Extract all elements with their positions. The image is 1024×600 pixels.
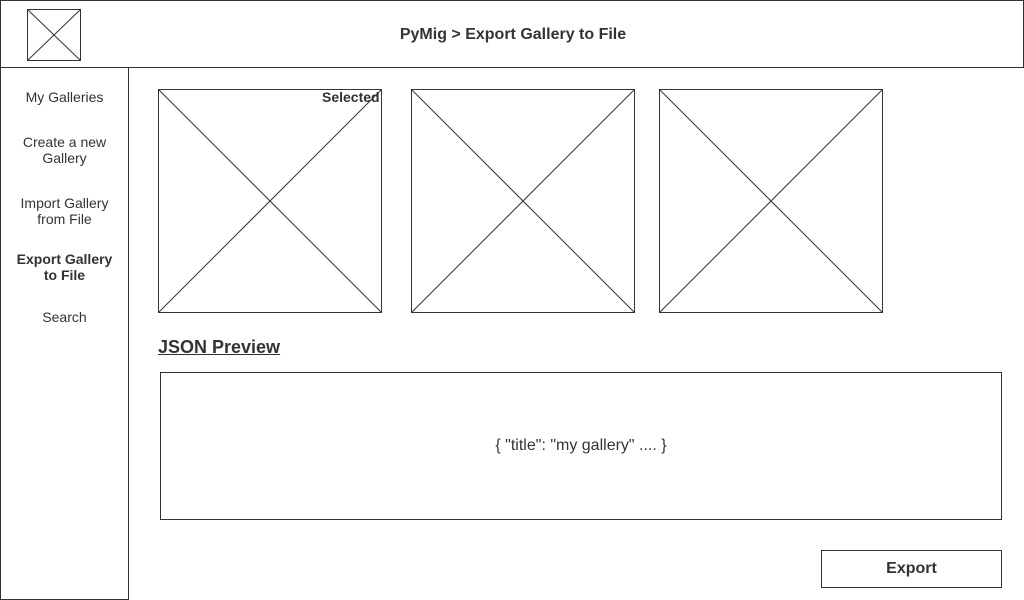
gallery-image-2[interactable] — [411, 89, 635, 313]
sidebar-item-search[interactable]: Search — [42, 309, 87, 325]
image-placeholder-icon — [411, 89, 635, 313]
sidebar-item-export-gallery[interactable]: Export Gallery to File — [16, 251, 113, 283]
gallery-image-1[interactable] — [158, 89, 382, 313]
export-button[interactable]: Export — [821, 550, 1002, 588]
logo-image-placeholder-icon — [27, 9, 81, 61]
page-title: PyMig > Export Gallery to File — [399, 26, 627, 43]
selected-badge: Selected — [322, 89, 380, 105]
sidebar — [0, 67, 129, 600]
image-placeholder-icon — [659, 89, 883, 313]
json-preview-box: { "title": "my gallery" .... } — [160, 372, 1002, 520]
gallery-image-3[interactable] — [659, 89, 883, 313]
json-preview-heading: JSON Preview — [158, 337, 281, 357]
json-preview-content: { "title": "my gallery" .... } — [495, 437, 667, 454]
sidebar-item-my-galleries[interactable]: My Galleries — [25, 89, 104, 105]
sidebar-item-create-gallery[interactable]: Create a new Gallery — [22, 134, 107, 166]
sidebar-item-import-gallery[interactable]: Import Gallery from File — [20, 195, 109, 227]
app-header: PyMig > Export Gallery to File — [0, 0, 1024, 68]
image-placeholder-icon — [158, 89, 382, 313]
